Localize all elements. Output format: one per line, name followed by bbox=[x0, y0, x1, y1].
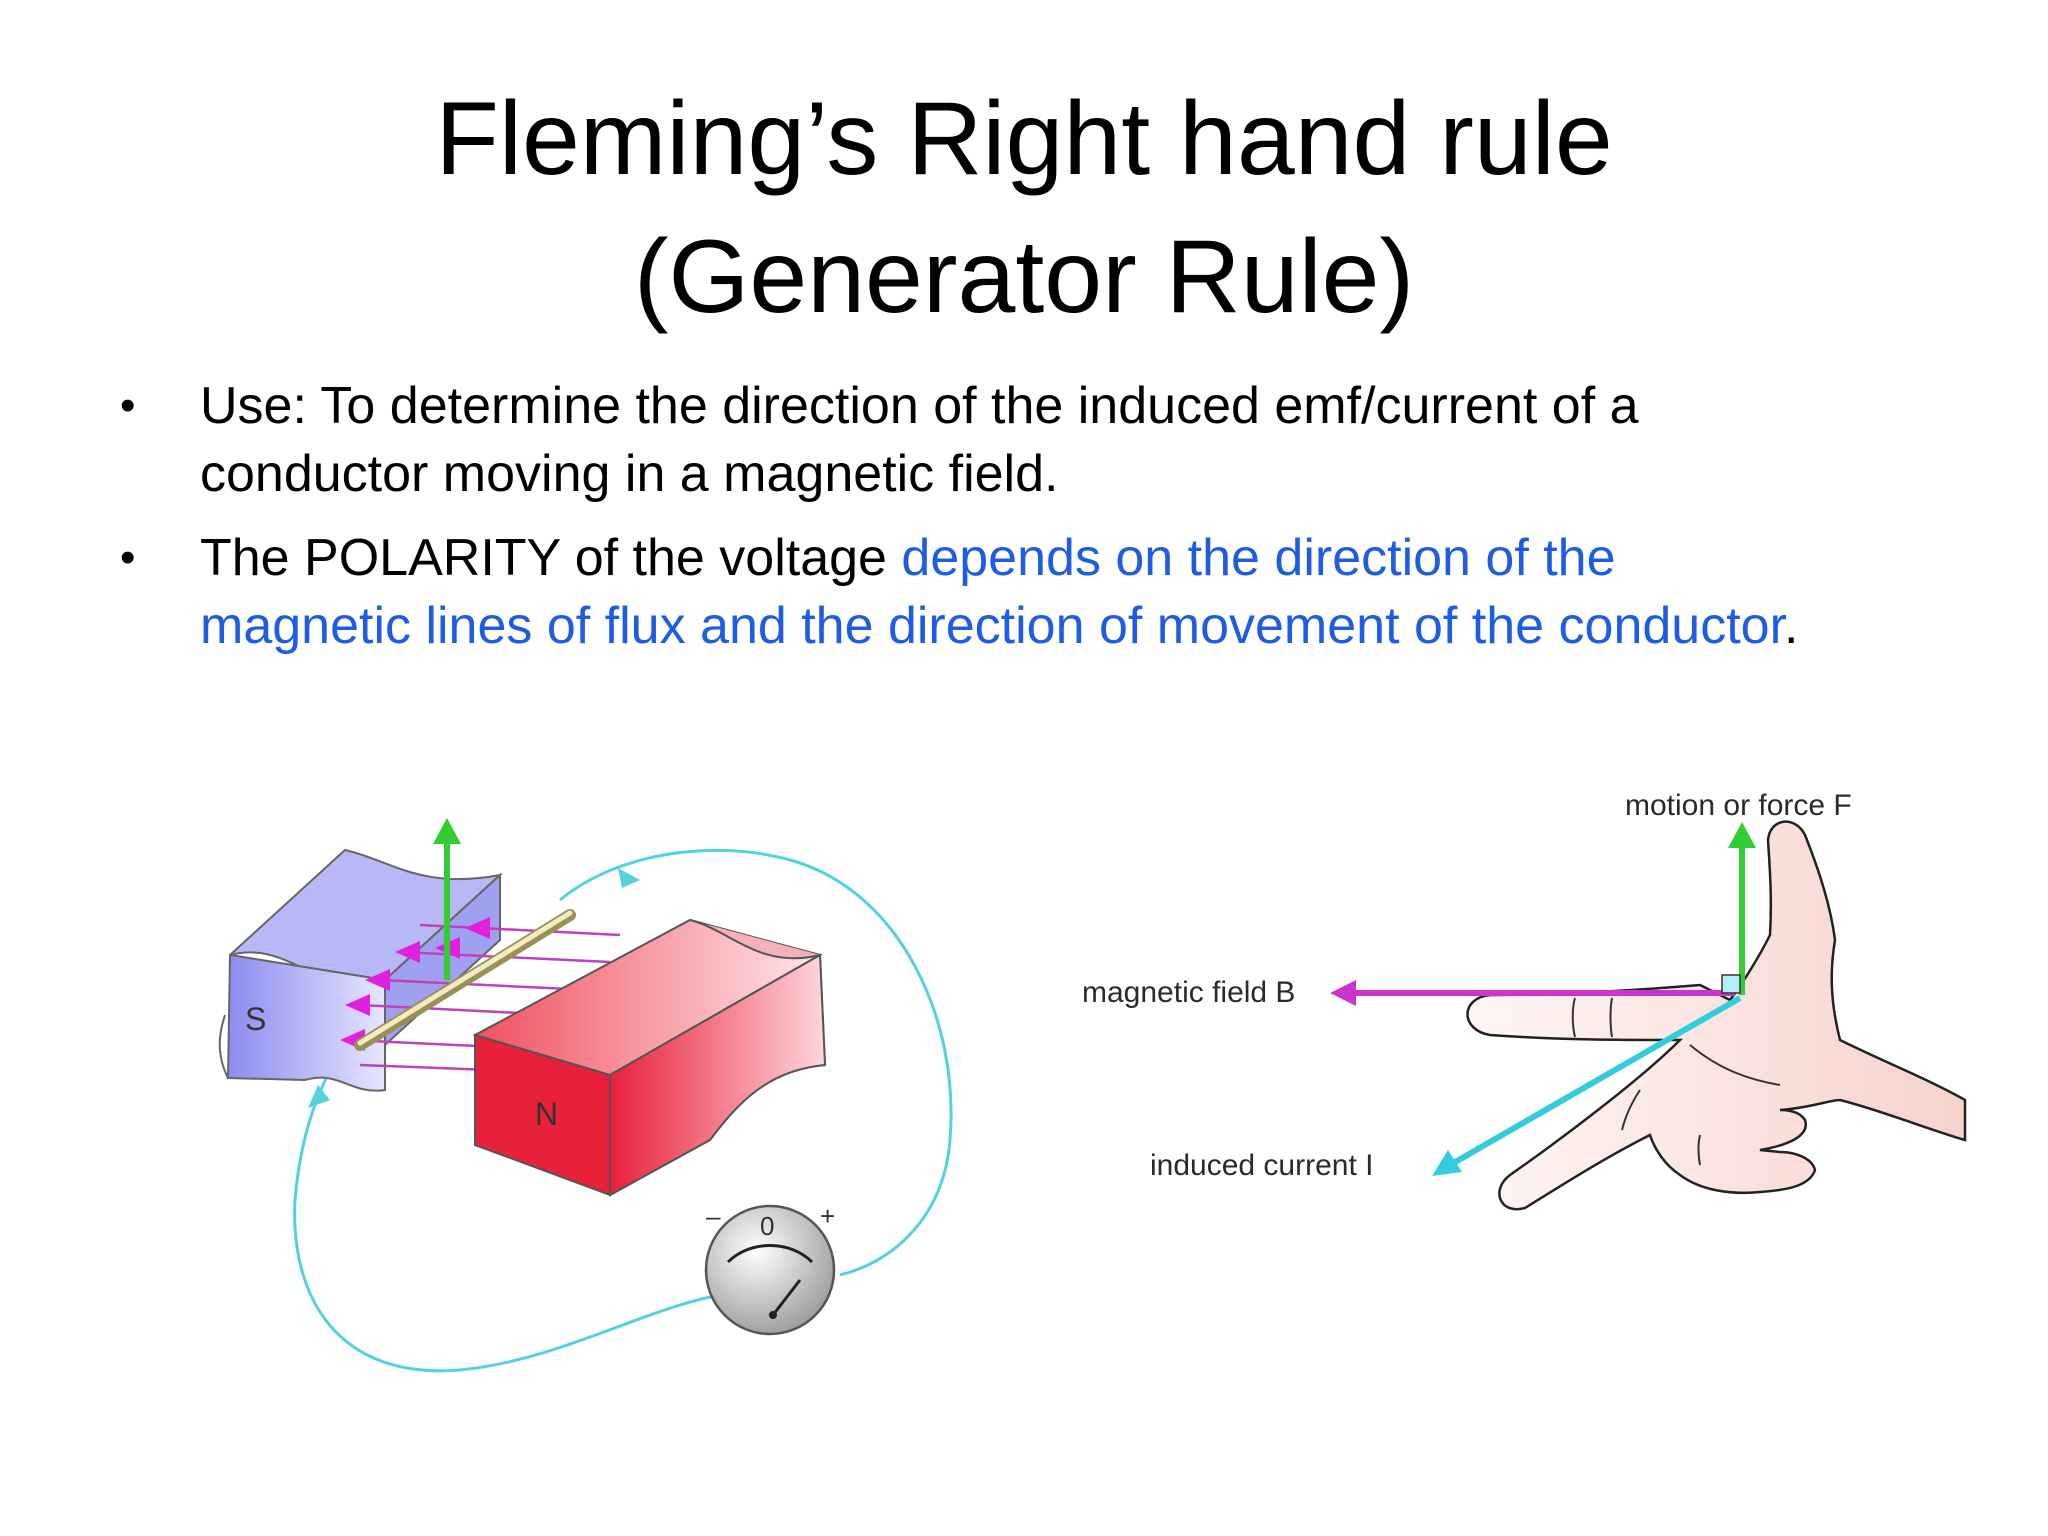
current-direction-arrow-top bbox=[618, 868, 640, 888]
north-pole-label: N bbox=[535, 1096, 558, 1132]
diagram-area: S N bbox=[218, 789, 1967, 1373]
south-magnet: S bbox=[218, 848, 504, 1092]
bullet-text: Use: To determine the direction of the i… bbox=[200, 377, 1639, 503]
slide-title: Fleming’s Right hand rule (Generator Rul… bbox=[0, 70, 2048, 346]
current-arrowhead bbox=[1432, 1150, 1462, 1176]
galvanometer: 0 – + bbox=[704, 1201, 836, 1336]
bullet-text-plain: The POLARITY of the voltage bbox=[200, 529, 902, 587]
current-label: induced current I bbox=[1150, 1149, 1373, 1182]
bullet-marker: • bbox=[120, 533, 136, 582]
bullet-item-use: • Use: To determine the direction of the… bbox=[120, 372, 1840, 508]
circuit-wire bbox=[293, 848, 953, 1373]
bullet-text-highlight: depends on the direction of the magnetic… bbox=[200, 529, 1785, 655]
galvanometer-needle bbox=[771, 1279, 802, 1316]
motion-label: motion or force F bbox=[1625, 789, 1852, 822]
meter-zero-label: 0 bbox=[760, 1211, 774, 1241]
title-line-2: (Generator Rule) bbox=[633, 219, 1415, 335]
current-direction-arrow-left bbox=[308, 1085, 330, 1108]
bullet-text-end: . bbox=[1784, 597, 1799, 655]
right-hand bbox=[1466, 820, 1967, 1211]
title-line-1: Fleming’s Right hand rule bbox=[435, 81, 1613, 197]
hand-diagram: motion or force F magnetic field B induc… bbox=[1082, 789, 1967, 1211]
south-pole-label: S bbox=[245, 1001, 266, 1037]
bullet-item-polarity: • The POLARITY of the voltage depends on… bbox=[120, 524, 1840, 660]
force-arrowhead bbox=[1728, 822, 1756, 848]
north-magnet: N bbox=[472, 918, 827, 1197]
field-arrowhead bbox=[1330, 980, 1356, 1006]
current-arrow-shaft bbox=[1448, 995, 1742, 1168]
motion-arrowhead bbox=[433, 818, 461, 844]
generator-diagram: S N bbox=[218, 818, 953, 1373]
meter-plus-label: + bbox=[820, 1201, 835, 1231]
bullet-marker: • bbox=[120, 381, 136, 430]
meter-minus-label: – bbox=[706, 1201, 721, 1231]
field-label: magnetic field B bbox=[1082, 976, 1295, 1009]
bullet-list: • Use: To determine the direction of the… bbox=[120, 372, 1840, 676]
